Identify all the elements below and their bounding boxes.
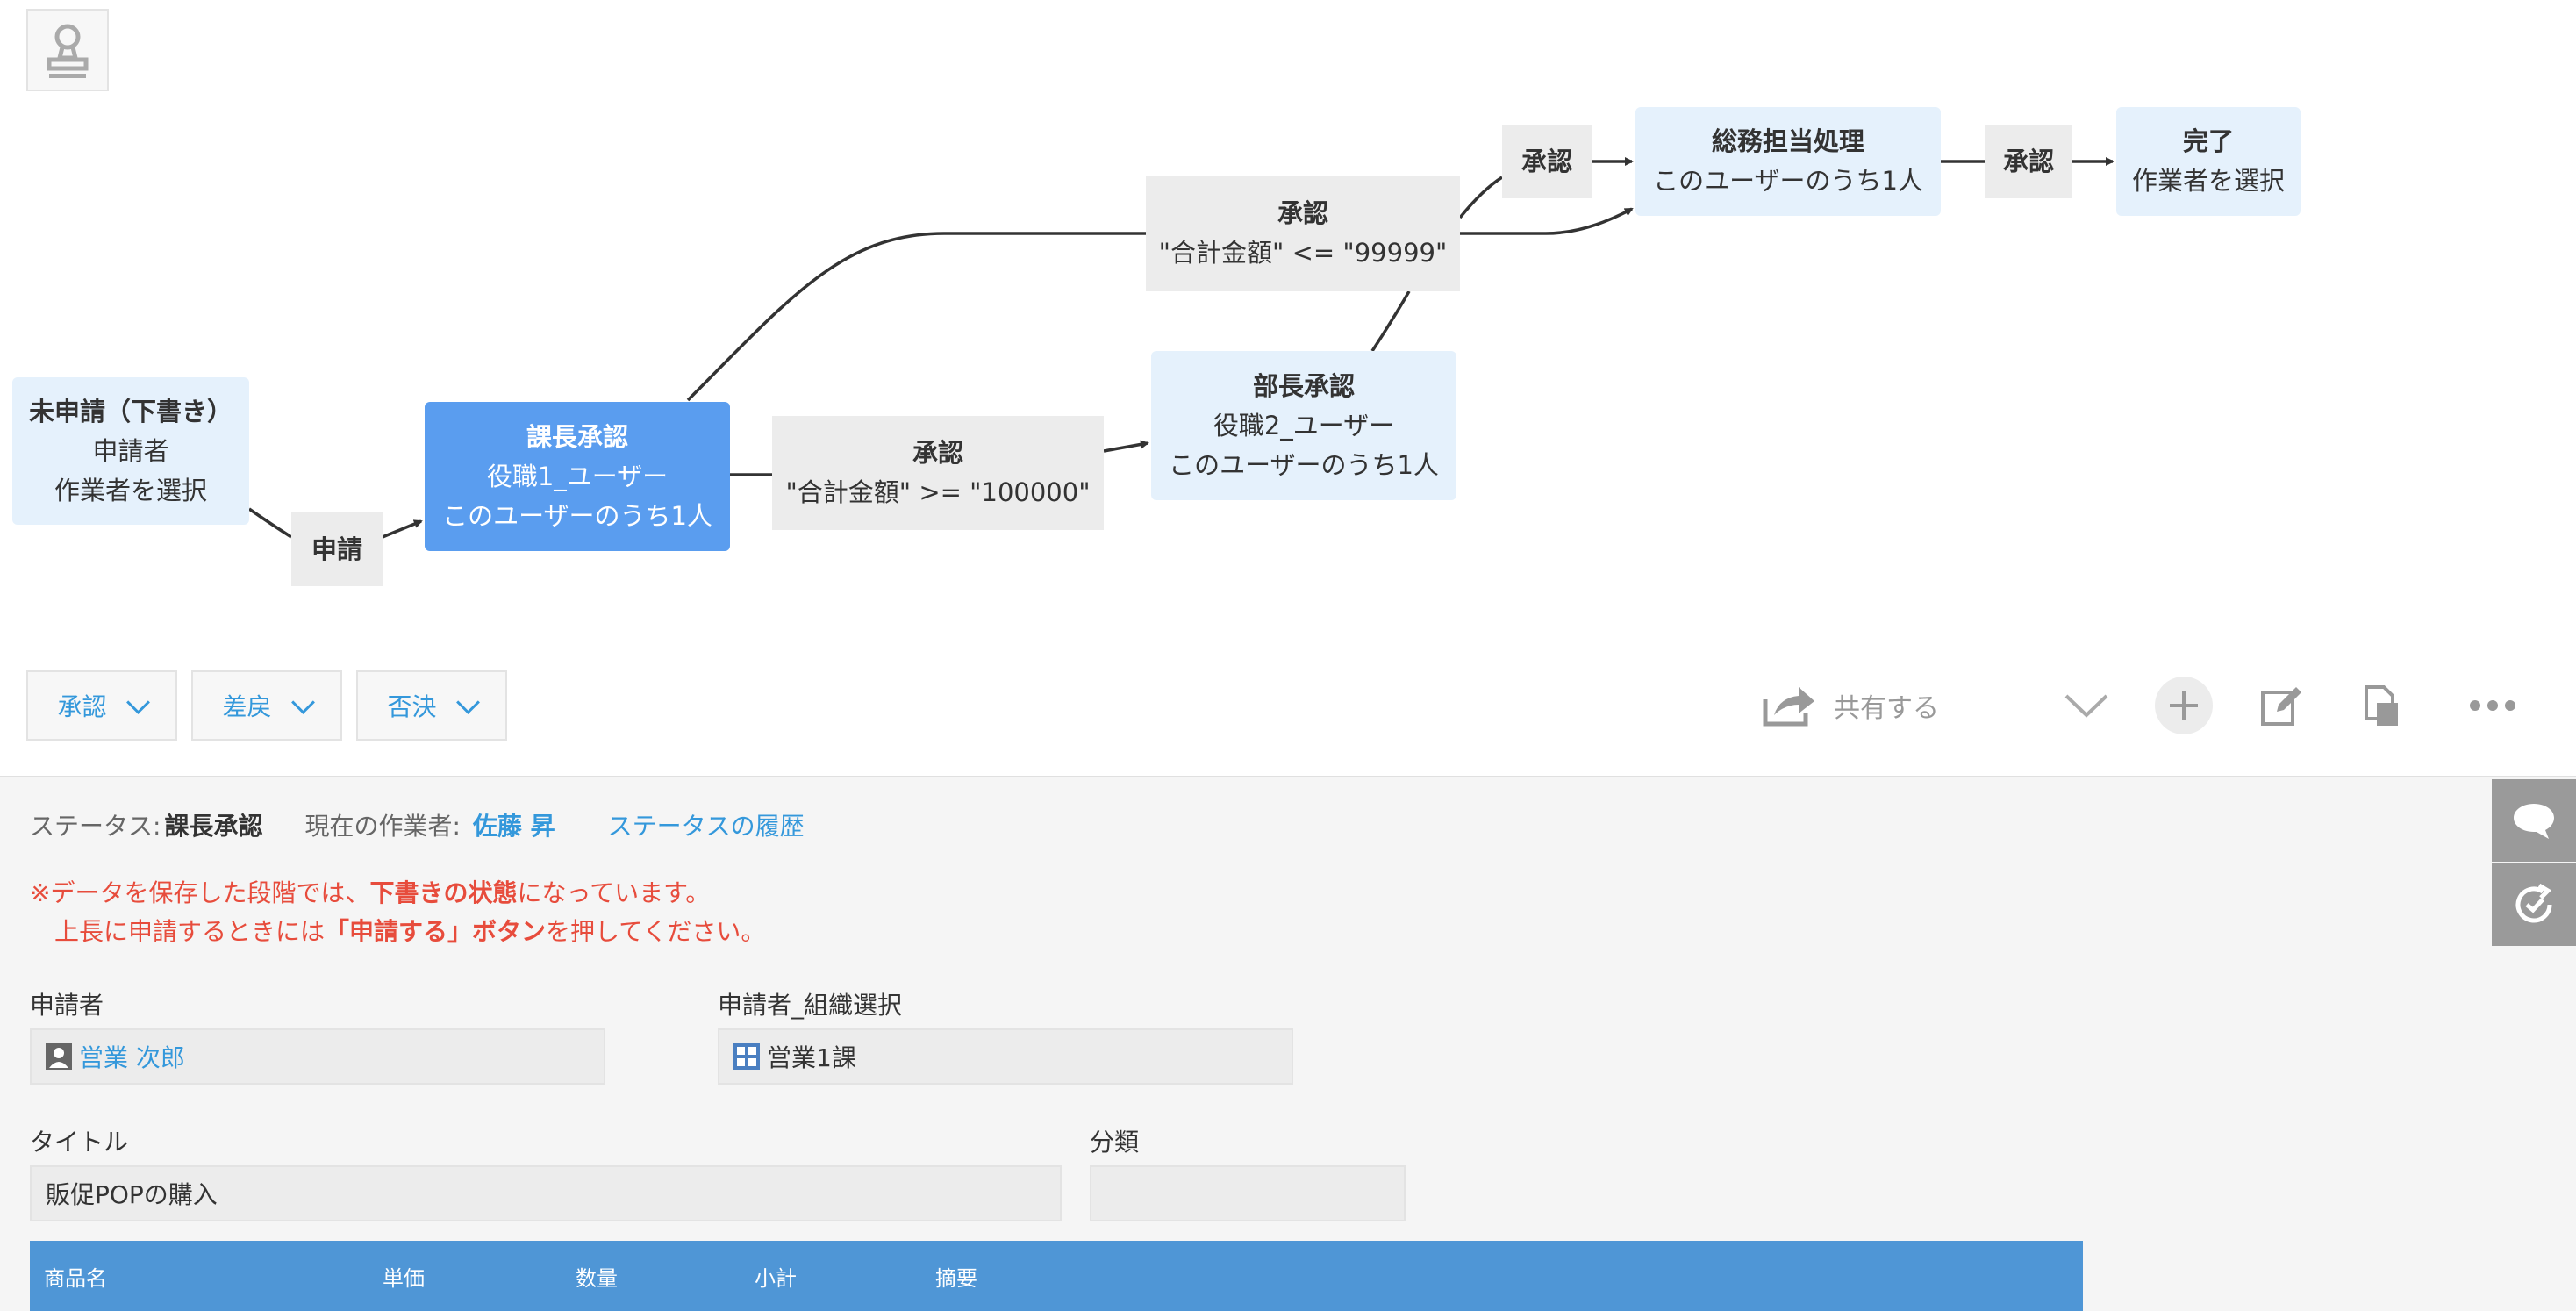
duplicate-button[interactable]: [2355, 670, 2408, 741]
action-approve-dept: 承認: [1502, 125, 1592, 198]
status-node-general-affairs: 総務担当処理 このユーザーのうち1人: [1635, 107, 1941, 216]
column-header-quantity: 数量: [576, 1265, 618, 1291]
status-label: ステータス:: [30, 812, 161, 841]
status-value: 課長承認: [164, 812, 263, 841]
action-title: 承認: [2002, 146, 2054, 176]
comments-button[interactable]: [2492, 779, 2576, 862]
reject-button-label: 否決: [387, 692, 437, 721]
return-button[interactable]: 差戻: [191, 670, 342, 741]
column-header-note: 摘要: [935, 1265, 977, 1291]
notice-line2-prefix: 上長に申請するときには: [54, 917, 326, 946]
connector-apply-chief: [382, 519, 423, 539]
action-condition: "合計金額" <= "99999": [1158, 238, 1448, 268]
stamp-icon: [47, 24, 89, 78]
reject-button[interactable]: 否決: [356, 670, 507, 741]
history-icon: [2515, 883, 2552, 923]
chevron-down-icon: [455, 690, 480, 714]
workflow-connectors: [248, 157, 2114, 539]
process-management-button[interactable]: [26, 9, 109, 91]
status-node-text: このユーザーのうち1人: [1169, 449, 1439, 480]
status-node-title: 課長承認: [526, 421, 628, 452]
applicant-user-link[interactable]: 営業 次郎: [79, 1043, 185, 1072]
status-node-section-chief: 課長承認 役職1_ユーザー このユーザーのうち1人: [425, 402, 730, 551]
worker-name-link[interactable]: 佐藤 昇: [472, 812, 555, 841]
chevron-down-icon: [290, 690, 315, 714]
org-field: 営業1課: [718, 1028, 1293, 1085]
status-node-text: このユーザーのうち1人: [1653, 166, 1923, 196]
action-title: 承認: [912, 438, 963, 468]
approve-button-label: 承認: [57, 692, 107, 721]
connector-dept-approve: [1370, 290, 1411, 352]
column-header-subtotal: 小計: [755, 1265, 797, 1291]
organization-icon: [733, 1043, 760, 1070]
status-history-link[interactable]: ステータスの履歴: [607, 812, 805, 841]
status-node-title: 完了: [2182, 126, 2234, 156]
column-header-unit-price: 単価: [383, 1265, 425, 1291]
notice-text: ※データを保存した段階では、下書きの状態になっています。 上長に申請するときには…: [30, 874, 765, 951]
more-horizontal-icon: [2470, 700, 2515, 711]
status-node-text: 役職1_ユーザー: [486, 461, 669, 491]
return-button-label: 差戻: [222, 692, 272, 721]
process-panel: 未申請（下書き） 申請者 作業者を選択 課長承認 役職1_ユーザー このユーザー…: [0, 9, 2576, 777]
approve-button[interactable]: 承認: [26, 670, 177, 741]
document-copy-icon: [2365, 685, 2398, 726]
connector-low-approve: [1458, 176, 1503, 219]
org-value: 営業1課: [767, 1043, 856, 1072]
status-node-title: 未申請（下書き）: [28, 396, 233, 426]
connector-draft-apply: [248, 507, 292, 539]
notice-line1-prefix: ※データを保存した段階では、: [30, 878, 370, 907]
status-node-text: このユーザーのうち1人: [442, 500, 712, 531]
action-title: 承認: [1521, 146, 1572, 176]
action-condition: "合計金額" >= "100000": [785, 477, 1091, 507]
status-node-text: 役職2_ユーザー: [1213, 410, 1395, 441]
title-label: タイトル: [30, 1128, 129, 1157]
category-field: [1090, 1165, 1406, 1221]
status-node-done: 完了 作業者を選択: [2116, 107, 2301, 216]
notice-line2-suffix: を押してください。: [546, 917, 766, 946]
action-approve-low: 承認 "合計金額" <= "99999": [1146, 176, 1460, 291]
connector-high-dept: [1103, 440, 1149, 453]
worker-label: 現在の作業者:: [304, 812, 461, 841]
status-node-title: 部長承認: [1252, 370, 1355, 401]
user-icon: [46, 1043, 72, 1070]
share-label: 共有する: [1834, 693, 1939, 724]
action-title: 承認: [1277, 198, 1328, 228]
notice-line1-bold: 下書きの状態: [369, 878, 518, 907]
title-value: 販促POPの購入: [46, 1180, 218, 1209]
chevron-down-icon: [125, 690, 150, 714]
share-icon: [1763, 687, 1814, 727]
notice-line2-bold: 「申請する」ボタン: [325, 917, 547, 946]
applicant-field: 営業 次郎: [30, 1028, 605, 1085]
status-node-text: 作業者を選択: [2131, 166, 2285, 196]
edit-button[interactable]: [2253, 670, 2309, 741]
chevron-down-icon: [2064, 694, 2108, 718]
status-node-text: 申請者: [92, 435, 169, 466]
action-title: 申請: [311, 534, 362, 564]
share-button[interactable]: 共有する: [1760, 670, 1971, 741]
status-bar: ステータス: 課長承認 現在の作業者: 佐藤 昇 ステータスの履歴: [30, 807, 805, 842]
notice-line1-suffix: になっています。: [517, 878, 711, 907]
org-label: 申請者_組織選択: [718, 991, 903, 1020]
category-label: 分類: [1090, 1128, 1140, 1157]
status-node-title: 総務担当処理: [1711, 126, 1864, 156]
add-record-button[interactable]: [2155, 670, 2213, 741]
edit-icon: [2261, 687, 2301, 726]
plus-icon: [2170, 691, 2198, 720]
action-approve-final: 承認: [1985, 125, 2072, 198]
connector-low-general: [1460, 207, 1634, 235]
items-table-header: 商品名 単価 数量 小計 摘要: [30, 1241, 2083, 1311]
column-header-item-name: 商品名: [44, 1265, 107, 1291]
action-approve-high: 承認 "合計金額" >= "100000": [772, 416, 1104, 530]
comment-icon: [2514, 804, 2554, 839]
status-node-draft: 未申請（下書き） 申請者 作業者を選択: [12, 377, 249, 525]
expand-button[interactable]: [2058, 670, 2114, 741]
status-node-dept-chief: 部長承認 役職2_ユーザー このユーザーのうち1人: [1151, 351, 1456, 500]
action-apply: 申請: [291, 512, 383, 586]
connector-chief-low: [686, 232, 1146, 402]
history-button[interactable]: [2492, 863, 2576, 946]
more-options-button[interactable]: [2465, 670, 2520, 741]
title-field: 販促POPの購入: [30, 1165, 1062, 1221]
status-node-text: 作業者を選択: [54, 475, 207, 505]
applicant-label: 申請者: [30, 991, 104, 1020]
